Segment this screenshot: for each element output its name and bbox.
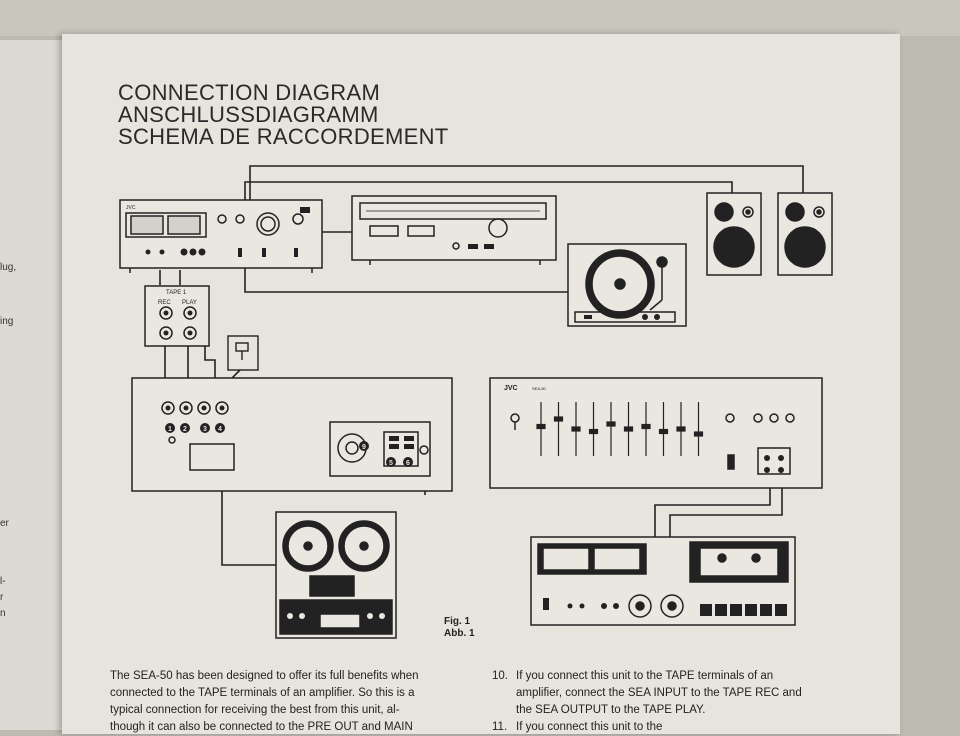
- tuner: [351, 195, 557, 265]
- wire-eq-to-cassette-b: [669, 488, 783, 538]
- speaker-left: [706, 192, 762, 276]
- eq-slider-knob: [693, 431, 704, 437]
- left-page-fragment: r: [0, 592, 4, 603]
- amplifier-brand: JVC: [126, 205, 136, 211]
- left-page-fragment: l-: [0, 576, 6, 587]
- paragraph-left-line: connected to the TAPE terminals of an am…: [110, 687, 415, 699]
- paragraph-left-line: The SEA-50 has been designed to offer it…: [110, 670, 419, 682]
- turntable: [567, 243, 687, 327]
- connection-diagram: JVC TAPE 1 REC PLAY: [119, 165, 833, 639]
- figure-number-german: Abb. 1: [444, 628, 475, 639]
- title-french: SCHEMA DE RACCORDEMENT: [118, 124, 449, 149]
- play-label: PLAY: [182, 300, 197, 306]
- terminal-number: 3: [203, 426, 207, 433]
- list-item-continuation: the SEA OUTPUT to the TAPE PLAY.: [516, 704, 706, 716]
- list-item-continuation: amplifier, connect the SEA INPUT to the …: [516, 687, 802, 699]
- paragraph-left-line: typical connection for receiving the bes…: [110, 704, 400, 716]
- eq-slider-knob: [676, 426, 686, 432]
- speaker-right: [777, 192, 833, 276]
- left-page-fragment: ing: [0, 316, 14, 327]
- eq-slider-knob: [623, 426, 634, 432]
- equalizer-front: [489, 377, 823, 489]
- plug-icon: [227, 335, 259, 371]
- eq-slider-knob: [553, 416, 564, 422]
- terminal-number: 2: [183, 426, 187, 433]
- list-item: 10.If you connect this unit to the TAPE …: [492, 670, 774, 682]
- eq-slider-bank: [536, 402, 704, 456]
- paragraph-left: The SEA-50 has been designed to offer it…: [110, 668, 455, 736]
- wire-amp-right-speaker: [244, 181, 733, 200]
- background-strip: [0, 0, 960, 36]
- eq-slider-knob: [536, 423, 546, 430]
- left-page-fragment: er: [0, 518, 9, 529]
- eq-slider-knob: [658, 428, 669, 435]
- equalizer-model: SEA-50: [532, 386, 547, 391]
- cassette-deck: [530, 536, 796, 626]
- terminal-number: 4: [218, 426, 222, 433]
- terminal-number: 9: [362, 444, 366, 451]
- list-item: 11.If you connect this unit to the: [492, 721, 663, 733]
- eq-slider-knob: [606, 421, 616, 427]
- equalizer-rear: [131, 377, 453, 492]
- left-page-fragment: n: [0, 608, 6, 619]
- wire-amp-left-speaker: [249, 165, 804, 200]
- figure-number: Fig. 1: [444, 616, 471, 627]
- tape-label: TAPE 1: [166, 290, 187, 296]
- left-page-fragment: lug,: [0, 262, 17, 273]
- title-german: ANSCHLUSSDIAGRAMM: [118, 102, 379, 127]
- tape-terminal-block: [144, 285, 210, 347]
- terminal-number: 5: [389, 460, 393, 467]
- equalizer-brand: JVC: [504, 385, 518, 392]
- title-english: CONNECTION DIAGRAM: [118, 80, 381, 105]
- wire-turntable: [244, 268, 570, 293]
- eq-slider-knob: [588, 428, 599, 435]
- reel-to-reel-deck: [275, 511, 397, 639]
- wire-deck-to-eq-a: [204, 345, 216, 390]
- wire-eq-to-cassette-a: [654, 488, 771, 538]
- paragraph-right: 10.If you connect this unit to the TAPE …: [492, 668, 852, 736]
- rec-label: REC: [158, 300, 171, 306]
- terminal-number: 6: [406, 460, 410, 467]
- eq-slider-knob: [571, 426, 581, 432]
- eq-slider-knob: [641, 423, 651, 430]
- paragraph-left-line: though it can also be connected to the P…: [110, 721, 413, 733]
- amplifier: [119, 199, 323, 273]
- terminal-number: 1: [168, 426, 172, 433]
